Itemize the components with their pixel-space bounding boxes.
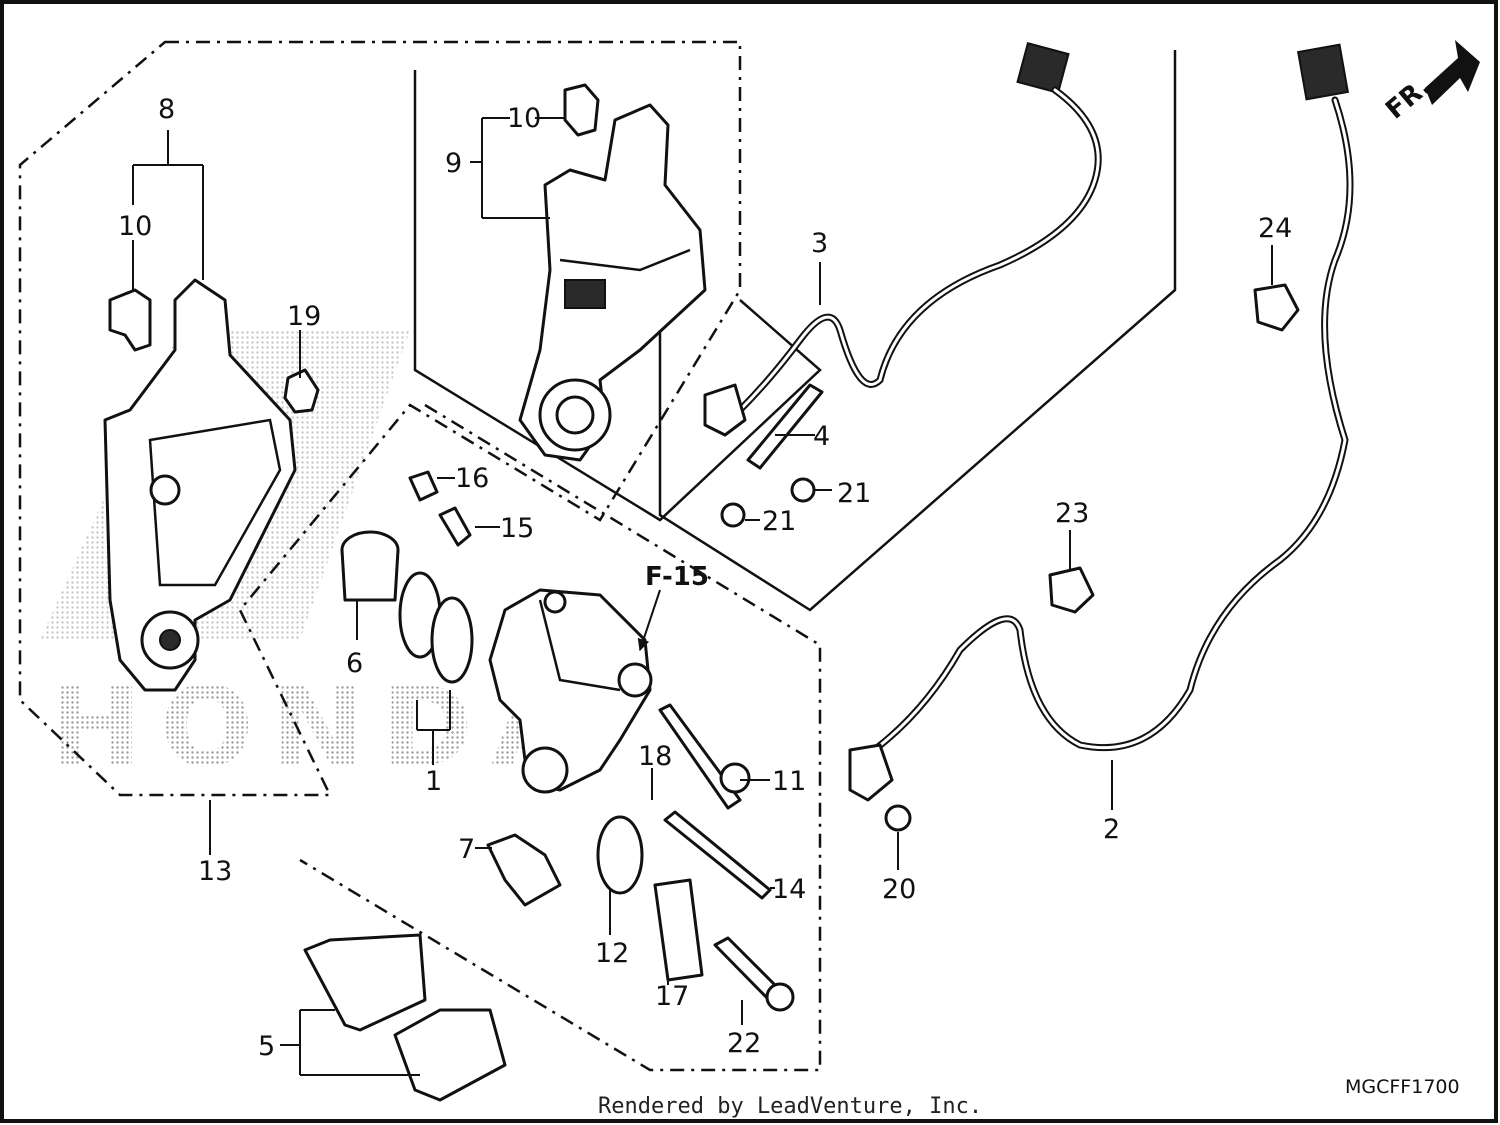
- callout-23: 23: [1055, 498, 1089, 529]
- cap-19: [283, 368, 320, 414]
- callout-21-upper: 21: [837, 478, 871, 509]
- diagram-code: MGCFF1700: [1345, 1076, 1460, 1098]
- callout-7: 7: [458, 834, 475, 865]
- bleeder-15: [438, 506, 472, 547]
- caliper-bracket-9: [518, 103, 707, 462]
- bolt-21a: [720, 502, 746, 528]
- grommet-24: [1253, 283, 1300, 332]
- assembly-outline-sensor: [658, 50, 1177, 612]
- pin-11: [658, 703, 751, 810]
- wheel-speed-sensor-cable-3: [703, 42, 1102, 437]
- callout-1: 1: [425, 766, 442, 797]
- reference-label-f15: F-15: [645, 562, 709, 592]
- callouts: 8 10 19 9 10 3 4 21 21 24 23 2 20 16 15 …: [118, 94, 1292, 1062]
- piston-6: [340, 530, 400, 602]
- watermark-text: HONDA: [50, 663, 594, 791]
- callout-22: 22: [727, 1028, 761, 1059]
- callout-8: 8: [158, 94, 175, 125]
- callout-18: 18: [638, 741, 672, 772]
- callout-15: 15: [500, 513, 534, 544]
- callout-17: 17: [655, 981, 689, 1012]
- caliper-body: [488, 588, 653, 794]
- pin-14: [663, 810, 772, 900]
- bolt-21b: [790, 477, 816, 503]
- front-direction-arrow: FR.: [1380, 40, 1480, 125]
- bolt-20: [884, 804, 912, 832]
- callout-11: 11: [772, 766, 806, 797]
- callout-14: 14: [772, 874, 806, 905]
- grommet-23: [1048, 566, 1095, 614]
- callout-21-lower: 21: [762, 506, 796, 537]
- leader-lines: [132, 117, 1273, 1076]
- pad-set-5: [303, 933, 507, 1102]
- callout-12: 12: [595, 938, 629, 969]
- callout-10-left: 10: [118, 211, 152, 242]
- callout-16: 16: [455, 463, 489, 494]
- callout-20: 20: [882, 874, 916, 905]
- boot-12: [596, 815, 644, 895]
- callout-3: 3: [811, 228, 828, 259]
- collar-17: [653, 878, 704, 982]
- callout-9: 9: [445, 148, 462, 179]
- cap-16: [408, 470, 439, 502]
- wheel-speed-sensor-cable-2: [848, 43, 1354, 802]
- callout-4: 4: [813, 421, 830, 452]
- spring-7: [486, 833, 562, 907]
- clip-10-right: [563, 83, 600, 137]
- credit-line: Rendered by LeadVenture, Inc.: [598, 1094, 982, 1119]
- callout-19: 19: [287, 301, 321, 332]
- bolt-22: [713, 936, 795, 1012]
- callout-10-right: 10: [507, 103, 541, 134]
- callout-6: 6: [346, 648, 363, 679]
- callout-2: 2: [1103, 814, 1120, 845]
- caliper-bracket: [103, 278, 297, 692]
- seal-set-1: [398, 571, 474, 684]
- callout-5: 5: [258, 1031, 275, 1062]
- clip-10-left: [108, 288, 152, 352]
- guide-4: [746, 383, 824, 470]
- callout-13: 13: [198, 856, 232, 887]
- front-marker-label: FR.: [1380, 71, 1436, 125]
- callout-24: 24: [1258, 213, 1292, 244]
